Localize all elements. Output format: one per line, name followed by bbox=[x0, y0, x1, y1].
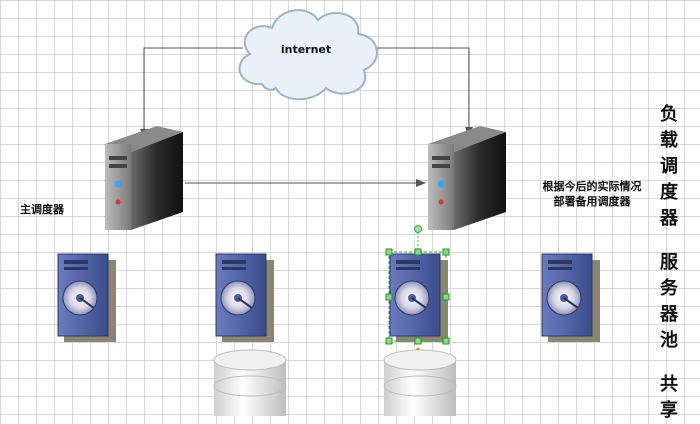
shared-storage-2 bbox=[383, 349, 457, 416]
pool-server-4[interactable] bbox=[541, 253, 601, 343]
cloud-to-backup-arrow bbox=[375, 47, 473, 137]
resize-handle-se[interactable] bbox=[442, 337, 450, 345]
cloud-label: internet bbox=[281, 43, 331, 56]
shared-storage-1 bbox=[213, 349, 287, 416]
internet-cloud[interactable]: internet bbox=[238, 9, 378, 101]
side-label-shared: 共 享 bbox=[660, 374, 678, 421]
main-scheduler-label: 主调度器 bbox=[20, 202, 65, 216]
pool-server-2[interactable] bbox=[215, 253, 275, 343]
resize-handle-n[interactable] bbox=[414, 248, 422, 256]
cloud-to-main-arrow bbox=[140, 47, 243, 139]
connection-lines bbox=[140, 47, 473, 187]
resize-handle-e[interactable] bbox=[442, 293, 450, 301]
backup-note-line-1: 根据今后的实际情况 bbox=[543, 179, 642, 193]
side-label-load-scheduler: 负 载 调 度 器 bbox=[660, 104, 678, 229]
side-label-server-pool: 服 务 器 池 bbox=[660, 252, 678, 351]
resize-handle-nw[interactable] bbox=[385, 248, 393, 256]
backup-note-line-2: 部署备用调度器 bbox=[554, 194, 632, 208]
pool-server-1[interactable] bbox=[57, 253, 117, 343]
pool-server-3-selected[interactable] bbox=[389, 253, 449, 343]
rotate-handle[interactable] bbox=[414, 225, 422, 233]
resize-handle-s[interactable] bbox=[414, 337, 422, 345]
resize-handle-ne[interactable] bbox=[442, 248, 450, 256]
resize-handle-w[interactable] bbox=[385, 293, 393, 301]
resize-handle-sw[interactable] bbox=[385, 337, 393, 345]
backup-scheduler-server[interactable] bbox=[428, 126, 506, 230]
main-scheduler-server[interactable] bbox=[105, 126, 183, 230]
